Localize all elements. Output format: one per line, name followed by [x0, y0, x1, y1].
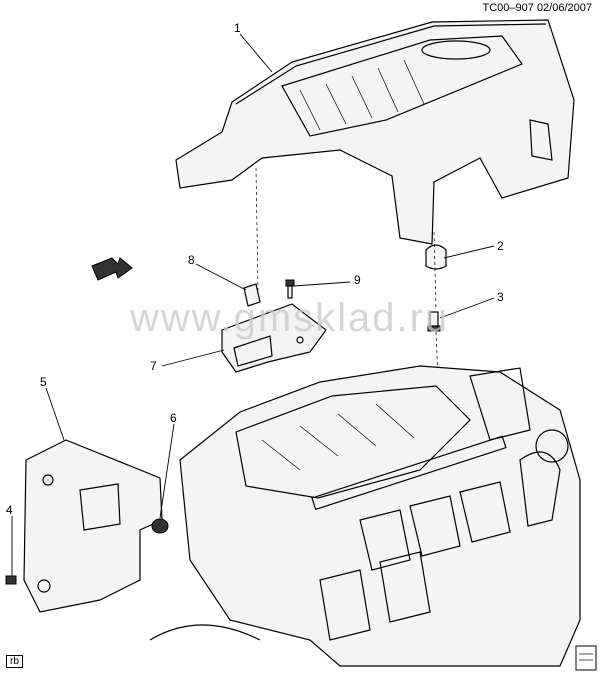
- callout-7: 7: [150, 359, 157, 373]
- leader-lines: [11, 33, 495, 576]
- callout-6: 6: [170, 411, 177, 425]
- engine-cover: [175, 19, 575, 245]
- callout-labels: 1 2 3 4 5 6 7 8 9: [6, 21, 504, 517]
- corner-tag: rb: [6, 655, 23, 668]
- callout-2: 2: [497, 239, 504, 253]
- callout-8: 8: [188, 253, 195, 267]
- callout-5: 5: [40, 375, 47, 389]
- stud-3: [427, 311, 441, 332]
- callout-4: 4: [6, 503, 13, 517]
- callout-1: 1: [234, 21, 241, 35]
- watermark: www.gmsklad.ru: [130, 296, 450, 340]
- callout-3: 3: [497, 290, 504, 304]
- bolt-4: [5, 575, 17, 585]
- grommet-2: [425, 244, 447, 270]
- heat-shield-5: [23, 439, 163, 613]
- bracket-7: [221, 303, 327, 373]
- isolator-6: [151, 518, 169, 534]
- diagram-code: TC00–907 02/06/2007: [482, 2, 592, 14]
- badge-icon: [575, 645, 597, 671]
- front-arrow-icon: [91, 257, 133, 281]
- bolt-9: [285, 279, 295, 299]
- clip-8: [243, 283, 261, 307]
- engine-assembly: [149, 365, 581, 667]
- callout-9: 9: [354, 273, 361, 287]
